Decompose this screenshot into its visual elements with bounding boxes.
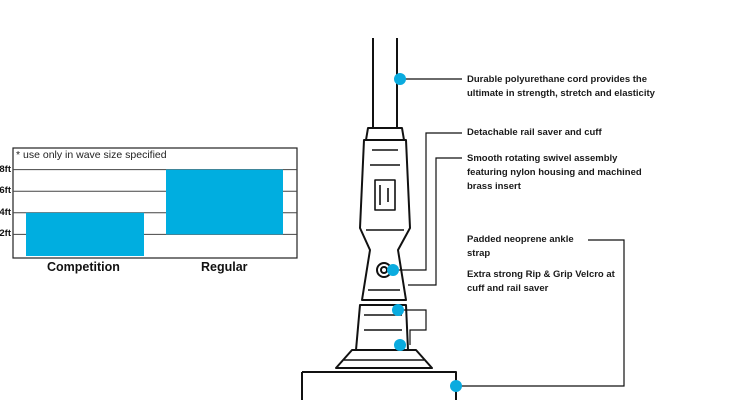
- dot-rail-saver: [392, 304, 404, 316]
- callout-lines: [393, 78, 625, 387]
- feature-swivel: Smooth rotating swivel assembly featurin…: [467, 153, 642, 192]
- base-flare: [335, 349, 433, 369]
- bar-competition: [26, 212, 144, 256]
- feature-cuff: Padded neoprene ankle strap: [467, 234, 574, 259]
- dot-velcro: [394, 339, 406, 351]
- bar-regular: [166, 169, 283, 235]
- chart-frame: [12, 147, 298, 259]
- y-tick-6ft: 6ft: [0, 185, 11, 197]
- y-tick-2ft: 2ft: [0, 228, 11, 240]
- dot-cuff: [450, 380, 462, 392]
- dot-cord: [394, 73, 406, 85]
- category-label-competition: Competition: [47, 260, 120, 274]
- chart-bars: [26, 169, 283, 256]
- feature-cord: Durable polyurethane cord provides the u…: [467, 74, 655, 99]
- rail-saver: [365, 127, 405, 141]
- callout-dots: [387, 73, 462, 392]
- cord: [372, 38, 398, 128]
- chart-note: * use only in wave size specified: [16, 149, 167, 161]
- leader-cuff: [456, 239, 625, 387]
- feature-rail-saver: Detachable rail saver and cuff: [467, 127, 602, 138]
- dot-swivel: [387, 264, 399, 276]
- ankle-cuff: [301, 371, 457, 400]
- leader-velcro: [398, 309, 427, 345]
- y-tick-4ft: 4ft: [0, 206, 11, 218]
- leader-rail-saver: [393, 132, 462, 271]
- leash-illustration: [301, 38, 457, 400]
- upper-housing: [359, 139, 411, 301]
- leader-swivel: [408, 157, 462, 286]
- feature-velcro: Extra strong Rip & Grip Velcro at cuff a…: [467, 269, 615, 294]
- category-label-regular: Regular: [201, 260, 248, 274]
- y-tick-8ft: 8ft: [0, 163, 11, 175]
